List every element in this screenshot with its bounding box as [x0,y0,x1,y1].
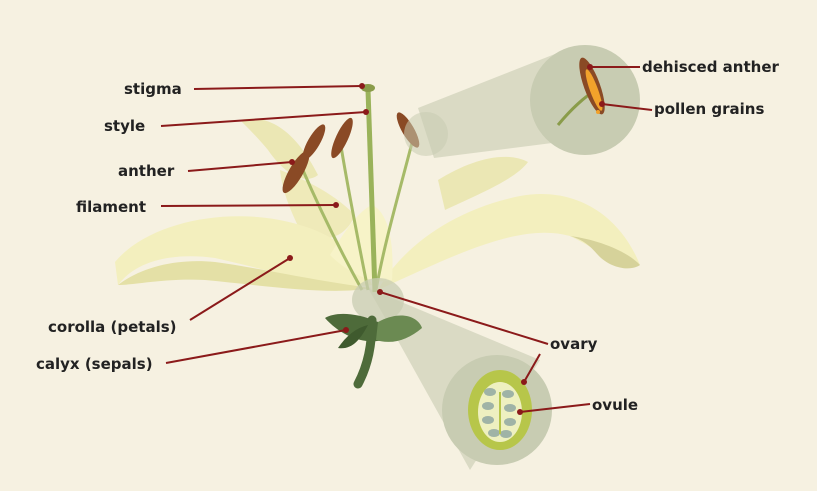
anther-zoom-source [404,112,448,156]
label-ovary: ovary [550,335,597,353]
label-anther: anther [118,162,174,180]
label-stigma: stigma [124,80,182,98]
label-corolla: corolla (petals) [48,318,177,336]
label-style: style [104,117,145,135]
anther-zoom-circle [530,45,640,155]
label-ovule: ovule [592,396,638,414]
label-pollen-grains: pollen grains [654,100,764,118]
label-dehisced-anther: dehisced anther [642,58,779,76]
label-filament: filament [76,198,146,216]
label-calyx: calyx (sepals) [36,355,153,373]
ovary-base [352,278,404,322]
